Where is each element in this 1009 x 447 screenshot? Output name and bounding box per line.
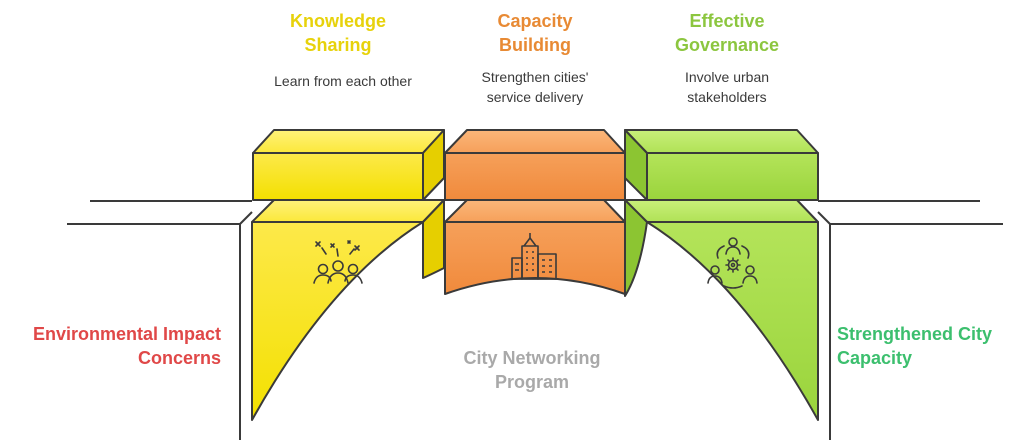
pillar-desc-line1: Involve urban (684, 69, 770, 85)
center-label-line1: City Networking (463, 348, 601, 368)
arch-block-left (251, 199, 445, 421)
pillar-desc-line1: Learn from each other (274, 73, 412, 89)
pillar-title-line2: Governance (674, 35, 780, 55)
pillar-title-line2: Building (499, 35, 571, 55)
deck-block-middle (444, 129, 626, 201)
center-label-line2: Program (494, 372, 570, 392)
deck-block-right (624, 129, 819, 201)
pillar-desc-effective-governance: Involve urban stakeholders (637, 67, 817, 107)
pillar-title-line1: Knowledge (289, 11, 386, 31)
left-label: Environmental Impact Concerns (10, 322, 221, 370)
pillar-desc-line2: service delivery (486, 89, 584, 105)
pillar-desc-line1: Strengthen cities' (481, 69, 589, 85)
pillar-title-line2: Sharing (304, 35, 372, 55)
right-label-line2: Capacity (837, 348, 913, 368)
arch-block-right (624, 199, 819, 421)
pillar-title-knowledge-sharing: Knowledge Sharing (250, 9, 426, 57)
ground-lines (67, 200, 1003, 440)
center-label: City Networking Program (432, 346, 632, 394)
pillar-title-line1: Effective (689, 11, 765, 31)
pillar-title-capacity-building: Capacity Building (445, 9, 625, 57)
right-label: Strengthened City Capacity (837, 322, 1007, 370)
stakeholders-gear-icon (707, 237, 758, 289)
celebrating-people-icon (313, 240, 363, 284)
right-label-line1: Strengthened City (837, 324, 993, 344)
deck-block-left (252, 129, 445, 201)
city-buildings-icon (510, 233, 558, 280)
pillar-title-line1: Capacity (497, 11, 573, 31)
pillar-title-effective-governance: Effective Governance (637, 9, 817, 57)
arch-block-middle (444, 199, 626, 295)
left-label-line1: Environmental Impact (32, 324, 221, 344)
pillar-desc-knowledge-sharing: Learn from each other (240, 71, 446, 91)
pillar-desc-line2: stakeholders (687, 89, 767, 105)
pillar-desc-capacity-building: Strengthen cities' service delivery (445, 67, 625, 107)
left-label-line2: Concerns (137, 348, 221, 368)
